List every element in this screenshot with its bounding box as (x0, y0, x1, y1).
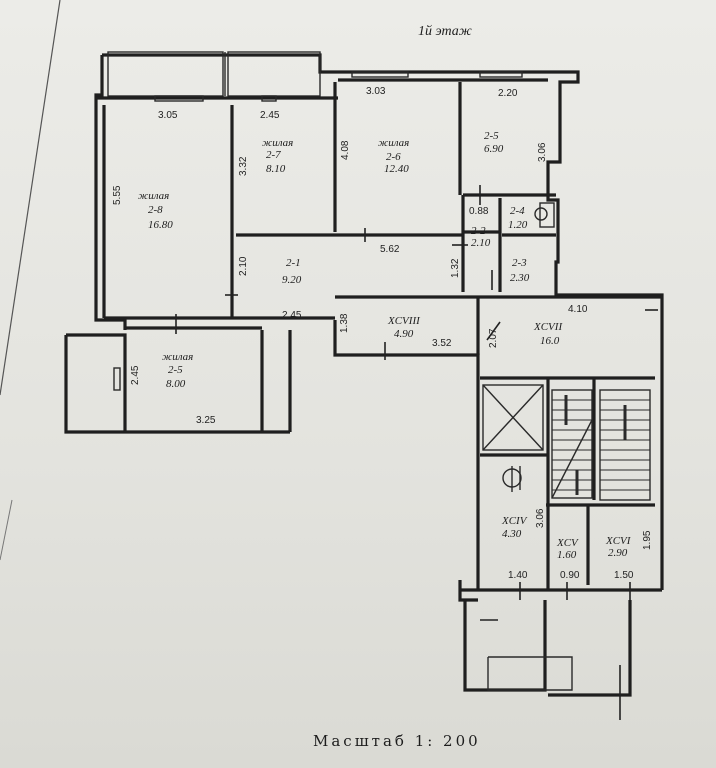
dim-label: 3.03 (366, 86, 386, 97)
room-2-5a-area: 6.90 (484, 143, 504, 155)
dim-label: 3.52 (432, 338, 452, 349)
binding-line (0, 0, 61, 396)
room-xciv-id: XCIV (501, 515, 528, 527)
dimension-labels: 3.05 2.45 3.03 2.20 5.55 3.32 4.08 3.06 … (112, 86, 653, 581)
room-xcvii-area: 16.0 (540, 335, 560, 347)
dim-label: 1.50 (614, 570, 634, 581)
outer-walls (64, 53, 664, 697)
room-2-8-type: жилая (138, 190, 169, 202)
interior-walls (96, 78, 662, 590)
room-2-5b-type: жилая (162, 351, 193, 363)
dim-label: 2.45 (260, 110, 280, 121)
room-2-7-area: 8.10 (266, 163, 286, 175)
dim-label: 4.08 (340, 140, 351, 160)
room-xcvi-area: 2.90 (608, 547, 628, 559)
dim-label: 1.40 (508, 570, 528, 581)
room-2-4-id: 2-4 (510, 205, 525, 217)
dim-label: 0.88 (469, 206, 489, 217)
room-2-7-type: жилая (262, 137, 293, 149)
elevator-shaft (482, 384, 544, 451)
balconies (107, 51, 321, 97)
dim-label: 3.25 (196, 415, 216, 426)
room-2-2-id: 2-2 (471, 225, 486, 237)
room-2-8-area: 16.80 (148, 219, 173, 231)
dim-label: 0.90 (560, 570, 580, 581)
dim-label: 2.45 (130, 365, 141, 385)
dim-label: 2.45 (282, 310, 302, 321)
room-2-3-id: 2-3 (512, 257, 527, 269)
room-2-6-id: 2-6 (386, 151, 401, 163)
room-2-3-area: 2.30 (510, 272, 530, 284)
dim-label: 1.38 (339, 313, 350, 333)
room-2-2-area: 2.10 (471, 237, 491, 249)
dim-label: 2.10 (238, 256, 249, 276)
room-xcvii-id: XCVII (533, 321, 563, 333)
room-xcv-area: 1.60 (557, 549, 577, 561)
dim-label: 5.62 (380, 244, 400, 255)
dim-label: 5.55 (112, 185, 123, 205)
bathroom-fixtures (502, 202, 555, 492)
room-2-5b-id: 2-5 (168, 364, 183, 376)
room-2-5a-id: 2-5 (484, 130, 499, 142)
door-marks (175, 185, 658, 720)
staircase (551, 389, 651, 501)
room-2-7-id: 2-7 (266, 149, 281, 161)
room-xcviii-id: XCVIII (387, 315, 421, 327)
dim-label: 3.05 (158, 110, 178, 121)
room-2-4-area: 1.20 (508, 219, 528, 231)
room-xcv-id: XCV (556, 537, 579, 549)
room-2-6-area: 12.40 (384, 163, 409, 175)
room-xcvi-id: XCVI (605, 535, 632, 547)
binding-line (0, 499, 13, 561)
room-xcviii-area: 4.90 (394, 328, 414, 340)
room-2-6-type: жилая (378, 137, 409, 149)
room-2-1-id: 2-1 (286, 257, 301, 269)
dim-label: 1.32 (450, 258, 461, 278)
dim-label: 3.32 (238, 156, 249, 176)
floor-label: 1й этаж (418, 24, 472, 39)
room-labels: жилая 2-8 16.80 жилая 2-7 8.10 жилая 2-6… (138, 130, 632, 561)
dim-label: 1.95 (642, 530, 653, 550)
dim-label: 3.06 (535, 508, 546, 528)
room-2-8-id: 2-8 (148, 204, 163, 216)
dim-label: 2.07 (488, 328, 499, 348)
dim-label: 2.20 (498, 88, 518, 99)
room-2-5b-area: 8.00 (166, 378, 186, 390)
room-2-1-area: 9.20 (282, 274, 302, 286)
dim-label: 4.10 (568, 304, 588, 315)
scale-label: Масштаб 1: 200 (313, 732, 481, 750)
room-xciv-area: 4.30 (502, 528, 522, 540)
windows (113, 71, 523, 391)
dim-label: 3.06 (537, 142, 548, 162)
